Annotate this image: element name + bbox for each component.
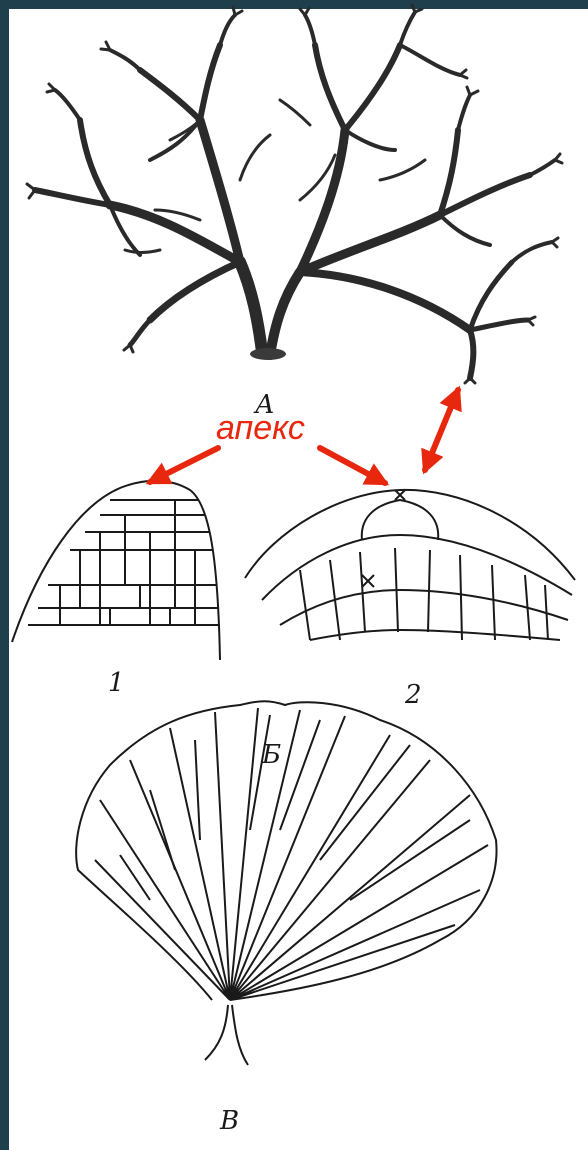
double-arrow-link <box>425 390 458 470</box>
part-label-1: 1 <box>108 670 125 696</box>
arrow-to-apex-1 <box>150 448 218 482</box>
thallus-drawing-a <box>27 5 562 383</box>
apex-cells-1 <box>12 481 220 660</box>
fan-leaf-drawing <box>76 701 496 1065</box>
panel-label-c: В <box>220 1108 239 1134</box>
panel-label-a: А <box>255 392 275 418</box>
arrow-to-apex-2 <box>320 448 385 483</box>
part-label-2: 2 <box>405 682 422 708</box>
apex-cells-2 <box>245 490 575 640</box>
panel-label-b: Б <box>262 742 281 768</box>
